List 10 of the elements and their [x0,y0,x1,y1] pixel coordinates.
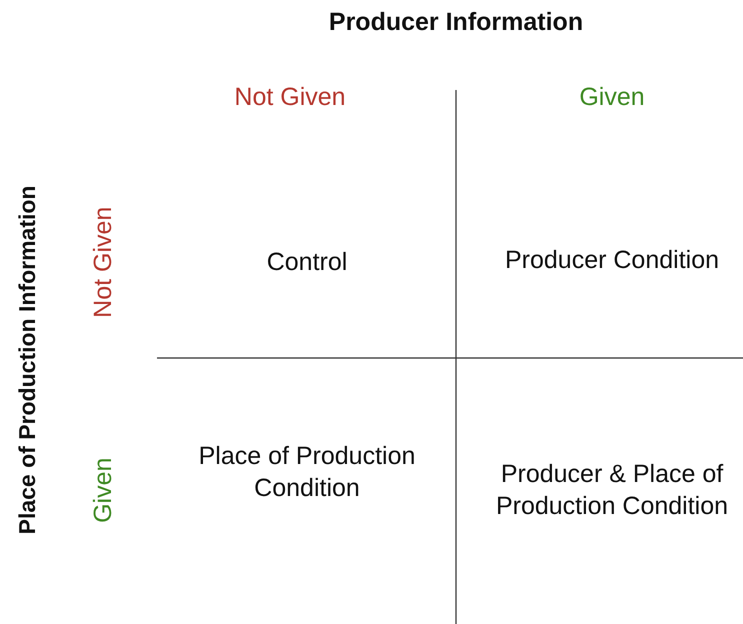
row-header: Given [88,456,118,525]
axis-title: Producer Information [328,6,584,38]
column-header: Not Given [233,82,347,113]
cell-text: Producer & Place of Production Condition [494,458,730,522]
cell-text: Control [266,246,348,278]
axis-title: Place of Production Information [13,184,42,536]
cell-text: Producer Condition [504,244,720,276]
row-header: Not Given [88,205,118,320]
column-header: Given [578,82,646,113]
cell-text: Place of Production Condition [198,440,416,504]
